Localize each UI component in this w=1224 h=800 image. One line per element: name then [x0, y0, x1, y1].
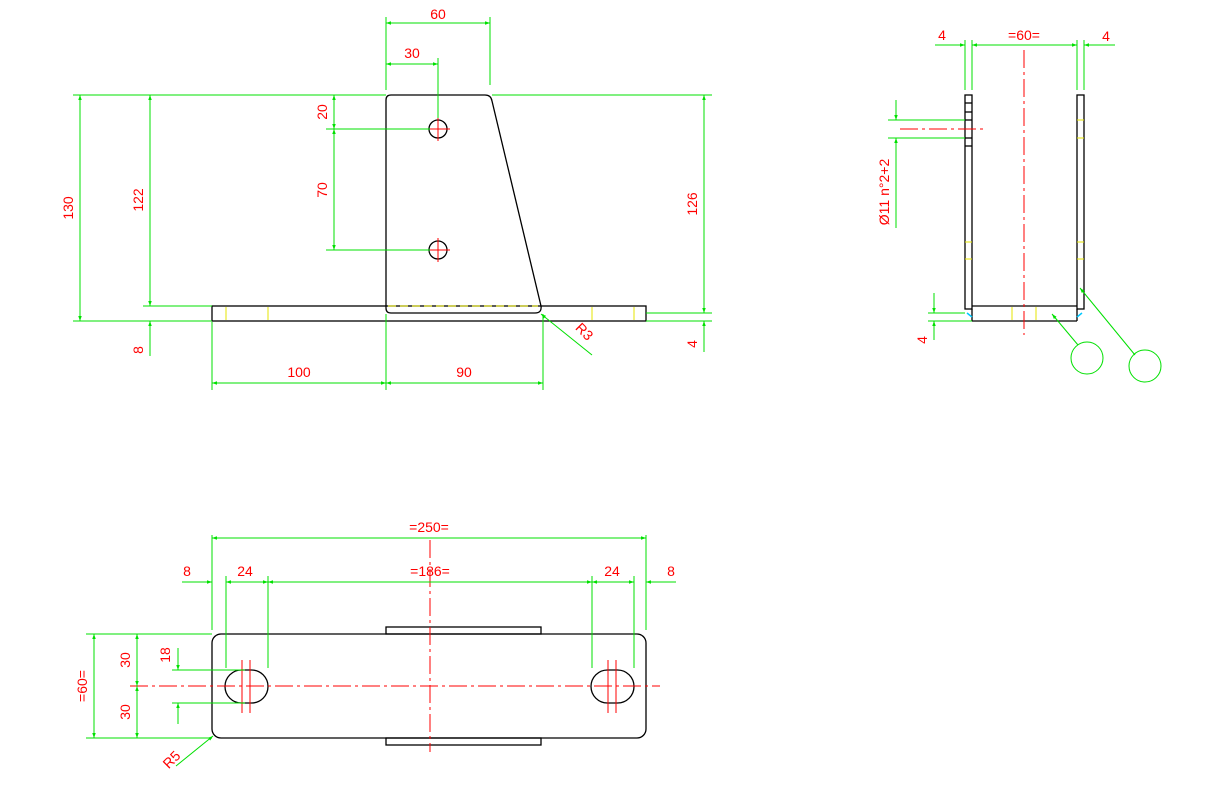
plan-overall-length: =250= [409, 519, 449, 535]
plan-slot-width: 18 [157, 647, 173, 663]
weld-balloon-left [1070, 341, 1104, 375]
side-left-wall-dim: 4 [938, 27, 946, 43]
upright-plate [385, 94, 542, 314]
side-right-wall [1076, 94, 1085, 310]
dim-right-length: 90 [456, 364, 472, 380]
plan-half-bottom: 30 [117, 704, 133, 720]
plan-slot-left: 24 [237, 563, 253, 579]
plan-view: =250= 8 24 =186= 24 8 =60= 30 30 18 R5 [74, 519, 676, 771]
front-view: 60 30 20 70 130 122 8 126 [60, 6, 712, 390]
dim-plate-thickness: 8 [130, 346, 146, 354]
side-base-thickness: 4 [914, 336, 930, 344]
dim-foot-thickness: 4 [684, 340, 700, 348]
side-left-wall [964, 94, 973, 310]
dim-hole-spacing: 70 [314, 182, 330, 198]
dim-left-length: 100 [287, 364, 311, 380]
plan-overall-width: =60= [74, 670, 90, 702]
side-width-dim: =60= [1008, 27, 1040, 43]
plan-slot-right: 24 [604, 563, 620, 579]
plan-upright-top [385, 626, 542, 635]
dim-top-width: 60 [430, 6, 446, 22]
dim-hole-offset: 30 [404, 45, 420, 61]
plan-slot-spacing: =186= [410, 563, 450, 579]
dim-height-inner: 122 [130, 188, 146, 212]
plan-edge-right: 8 [667, 563, 675, 579]
side-hole-callout: Ø11 n°2+2 [876, 159, 892, 226]
side-right-wall-dim: 4 [1102, 28, 1110, 44]
plan-upright-bottom [385, 737, 542, 746]
plan-half-top: 30 [117, 652, 133, 668]
dim-fillet-radius: R3 [573, 319, 597, 343]
weld-balloon-right [1128, 349, 1162, 383]
dim-height-right: 126 [684, 192, 700, 216]
plan-corner-radius: R5 [159, 747, 183, 771]
dim-height-total: 130 [60, 196, 76, 220]
side-view: Ø11 n°2+2 4 =60= 4 4 [876, 27, 1162, 383]
dim-hole-top: 20 [314, 104, 330, 120]
plan-edge-left: 8 [183, 563, 191, 579]
